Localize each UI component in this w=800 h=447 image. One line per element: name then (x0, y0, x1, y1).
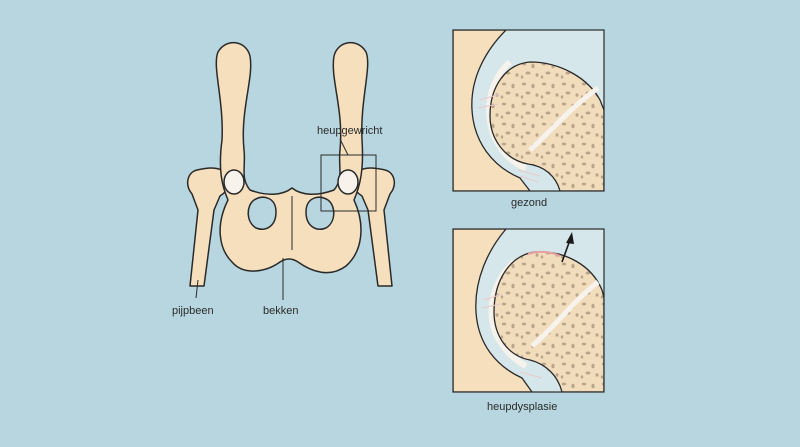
right-femoral-head (337, 169, 359, 195)
healthy-femoral-head (489, 61, 604, 191)
dysplasia-femoral-head (493, 251, 604, 392)
dysplasia-label: heupdysplasie (487, 401, 557, 413)
left-femoral-head (223, 169, 245, 195)
hip-joint-highlight-box (320, 154, 377, 212)
femur-label: pijpbeen (172, 305, 214, 317)
femur-leader (195, 279, 199, 299)
pelvis-illustration (186, 42, 396, 287)
healthy-joint-panel (453, 30, 604, 191)
healthy-panel-frame (452, 29, 605, 192)
hip-joint-label: heupgewricht (317, 125, 382, 137)
dysplasia-joint-panel (453, 229, 604, 392)
hip-joint-leader (339, 138, 349, 156)
healthy-label: gezond (511, 197, 547, 209)
dysplasia-acetabulum (453, 229, 533, 392)
right-obturator (305, 196, 335, 230)
left-obturator (247, 196, 277, 230)
healthy-acetabulum (453, 30, 531, 191)
dysplasia-panel-frame (452, 228, 605, 393)
pelvis-label: bekken (263, 305, 298, 317)
dislocation-arrow (561, 232, 574, 263)
